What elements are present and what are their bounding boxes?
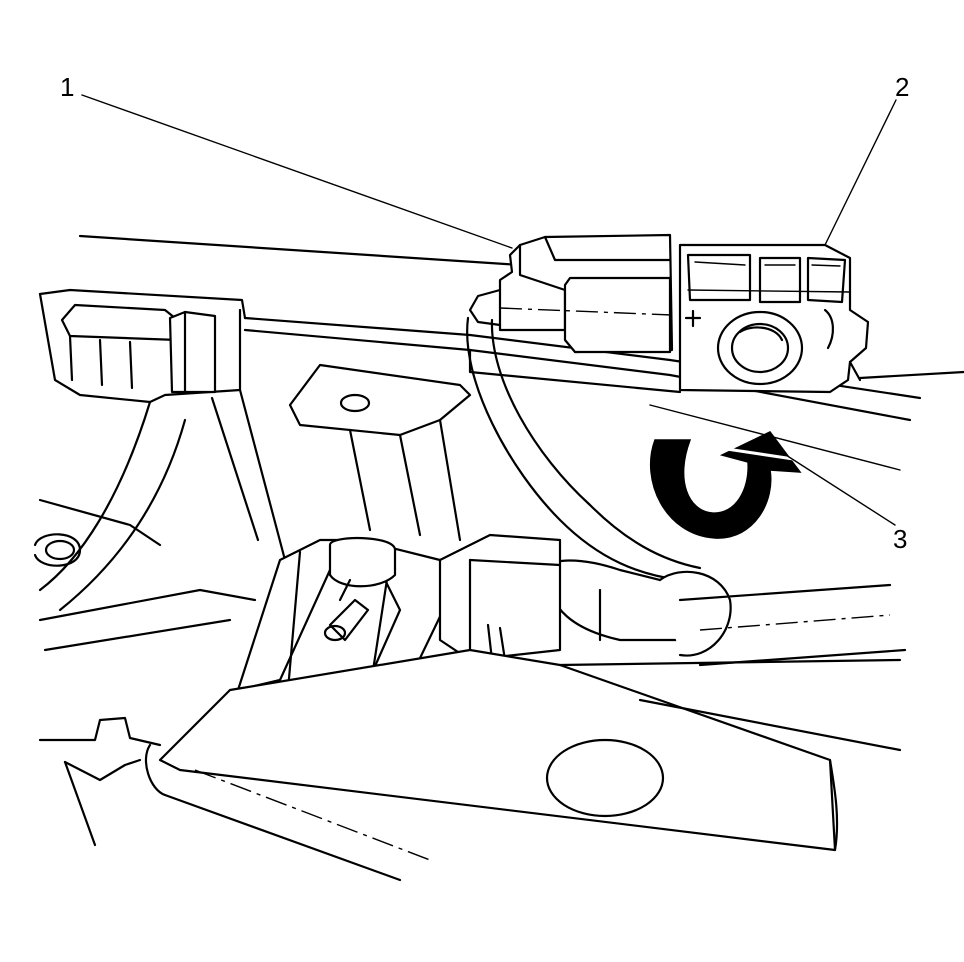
bottom-plate [145,648,902,882]
leader-line-1 [81,94,513,249]
leader-lines [81,94,897,526]
actuator-housing [438,533,562,662]
callout-label-1: 1 [60,72,75,102]
leader-line-2 [824,99,897,246]
wiring-harness [466,316,907,667]
electrical-connector [468,233,674,354]
sensor-module [678,243,870,394]
left-bracket-assembly [33,288,287,652]
callout-label-3: 3 [893,524,908,554]
rotation-arrow [650,431,802,539]
callout-label-2: 2 [895,72,910,102]
leader-line-3 [774,447,896,526]
mounting-tab [288,363,472,542]
lower-left-edge [38,716,162,847]
